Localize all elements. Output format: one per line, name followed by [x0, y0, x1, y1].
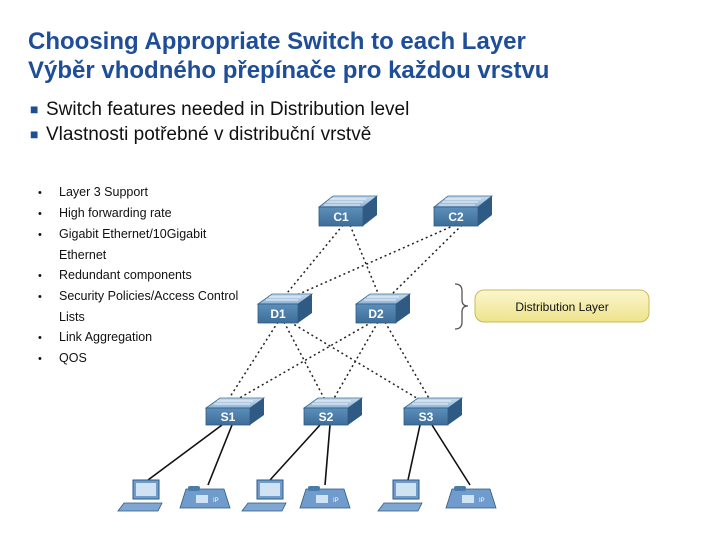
- switch-label-d1: D1: [270, 307, 286, 321]
- pc-icon: [241, 479, 287, 512]
- link-s1-phone: [207, 424, 233, 486]
- ip-phone-icon: IP: [445, 486, 497, 509]
- svg-text:IP: IP: [213, 498, 219, 504]
- square-bullet-icon: ■: [30, 101, 39, 117]
- link-d2-s3: [384, 321, 431, 401]
- feature-item-continuation: Ethernet: [59, 248, 107, 262]
- link-d2-s2: [332, 321, 379, 401]
- core-distribution-links: [282, 224, 463, 299]
- main-bullet-list: ■Switch features needed in Distribution …: [30, 97, 409, 147]
- pc-icon: [377, 479, 423, 512]
- switch-d2: D2: [354, 293, 412, 324]
- switch-d1: D1: [256, 293, 314, 324]
- title-czech: Výběr vhodného přepínače pro každou vrst…: [28, 57, 550, 84]
- link-d2-s1: [235, 321, 373, 401]
- svg-text:IP: IP: [479, 498, 485, 504]
- switch-c2: C2: [432, 195, 494, 227]
- switch-label-s1: S1: [221, 410, 236, 424]
- square-bullet-icon: ■: [30, 126, 39, 142]
- distribution-layer-label: Distribution Layer: [515, 300, 608, 314]
- link-c2-d2: [387, 224, 463, 299]
- link-s3-phone: [431, 424, 471, 486]
- link-c1-d1: [282, 224, 344, 299]
- switch-s2: S2: [302, 397, 364, 426]
- feature-item-continuation: Lists: [59, 310, 85, 324]
- dot-bullet-icon: •: [38, 208, 42, 220]
- bullet-item: ■Vlastnosti potřebné v distribuční vrstv…: [30, 124, 372, 145]
- link-d1-s2: [283, 321, 326, 401]
- link-s1-pc: [147, 424, 223, 481]
- feature-item: •Redundant components: [38, 265, 238, 286]
- distribution-layer-label-box: Distribution Layer: [474, 289, 650, 323]
- link-s2-phone: [324, 424, 331, 486]
- feature-list: •Layer 3 Support •High forwarding rate •…: [38, 182, 238, 369]
- layer-bracket: [454, 283, 469, 330]
- switch-s3: S3: [402, 397, 464, 426]
- switch-s1: S1: [204, 397, 266, 426]
- feature-item: •Link Aggregation: [38, 327, 238, 348]
- link-s2-pc: [269, 424, 321, 481]
- title-english: Choosing Appropriate Switch to each Laye…: [28, 28, 526, 55]
- ip-phone-icon: IP: [299, 486, 351, 509]
- dot-bullet-icon: •: [38, 270, 42, 282]
- switch-label-s3: S3: [419, 410, 434, 424]
- switch-label-c2: C2: [448, 210, 464, 224]
- switch-c1: C1: [317, 195, 379, 227]
- feature-item: •QOS: [38, 348, 238, 369]
- dot-bullet-icon: •: [38, 291, 42, 303]
- ip-phone-icon: IP: [179, 486, 231, 509]
- feature-item: •High forwarding rate: [38, 203, 238, 224]
- dot-bullet-icon: •: [38, 229, 42, 241]
- dot-bullet-icon: •: [38, 332, 42, 344]
- feature-item: •Security Policies/Access Control: [38, 286, 238, 307]
- feature-item: •Gigabit Ethernet/10Gigabit: [38, 224, 238, 245]
- link-s3-pc: [407, 424, 421, 481]
- switch-label-s2: S2: [319, 410, 334, 424]
- link-c2-d1: [289, 224, 456, 299]
- bullet-item: ■Switch features needed in Distribution …: [30, 99, 410, 120]
- slide-title: Choosing Appropriate Switch to each Laye…: [28, 27, 708, 85]
- feature-item: •Layer 3 Support: [38, 182, 238, 203]
- distribution-access-links: [227, 321, 431, 401]
- svg-text:IP: IP: [333, 498, 339, 504]
- link-d1-s1: [227, 321, 279, 401]
- dot-bullet-icon: •: [38, 187, 42, 199]
- pc-icon: [117, 479, 163, 512]
- dot-bullet-icon: •: [38, 353, 42, 365]
- access-endpoint-links: [147, 424, 471, 486]
- link-c1-d2: [349, 224, 381, 299]
- switch-label-c1: C1: [333, 210, 349, 224]
- switch-label-d2: D2: [368, 307, 384, 321]
